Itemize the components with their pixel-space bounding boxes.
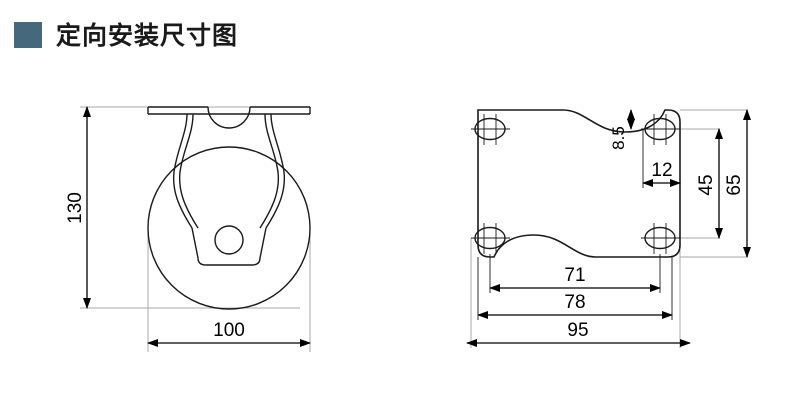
bolt-hole-top-right (641, 114, 680, 145)
dimension-label-71: 71 (564, 265, 585, 286)
page-title: 定向安装尺寸图 (14, 22, 238, 48)
fork-leg-right (259, 113, 286, 229)
dimension-label-78: 78 (564, 292, 585, 313)
fork-leg-left (172, 113, 199, 229)
side-view-group: 130 100 (65, 106, 311, 352)
mounting-plate-outline (477, 109, 681, 258)
dimension-label-95: 95 (567, 320, 588, 341)
bolt-hole-top-left (471, 114, 510, 145)
bolt-hole-bottom-left (471, 223, 510, 254)
bolt-hole-bottom-right (641, 223, 680, 254)
dimension-label-65: 65 (724, 174, 745, 195)
page-title-label: 定向安装尺寸图 (56, 20, 239, 50)
side-view-extension-lines (80, 106, 311, 352)
dimension-label-45: 45 (696, 174, 717, 195)
axle-hole (214, 225, 244, 255)
dimension-label-100: 100 (213, 320, 245, 341)
dimension-label-130: 130 (65, 192, 86, 224)
dimension-bolt-spacing-short: 45 (696, 128, 723, 239)
dimension-bolt-spacing-long: 71 (489, 254, 661, 293)
fork-lower-body (191, 227, 267, 266)
dimension-label-8-5: 8.5 (609, 126, 628, 150)
dimension-overall-height: 130 (65, 106, 91, 309)
dimension-plate-width: 65 (724, 109, 751, 258)
dimension-plate-inner-length: 78 (477, 257, 673, 320)
dimension-hole-offset-vertical: 8.5 (609, 109, 635, 150)
side-view-top-plate (147, 106, 311, 129)
dimension-plate-length: 95 (466, 320, 691, 347)
dimension-hole-offset-horizontal: 12 (642, 129, 681, 188)
top-view-group: 8.5 12 45 65 71 (466, 109, 751, 348)
dimension-wheel-diameter: 100 (147, 320, 311, 347)
wheel-outline (147, 146, 311, 310)
title-marker-square (14, 22, 42, 48)
dimension-label-12: 12 (651, 160, 672, 181)
